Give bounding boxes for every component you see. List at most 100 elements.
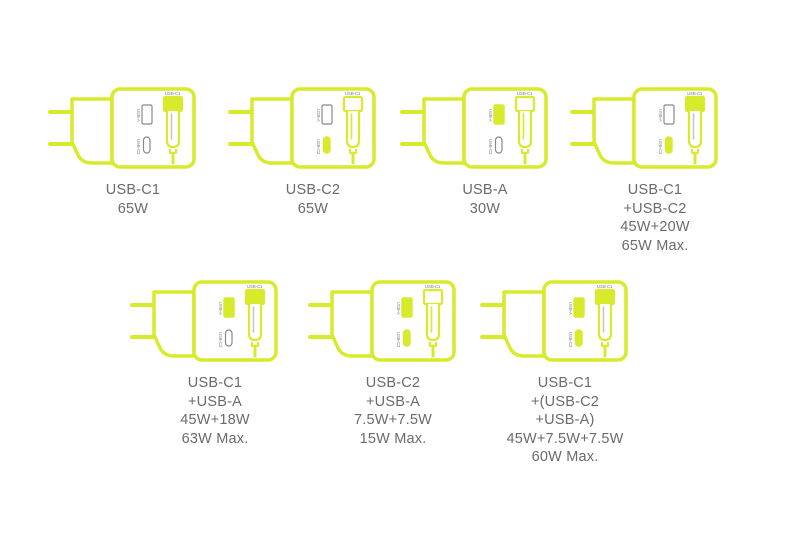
charger-body [502,290,546,358]
plug-prongs-icon [480,303,506,339]
caption-line: 65W Max. [621,237,689,254]
plug-prongs-icon [570,110,596,146]
caption-line: 30W [469,200,501,217]
caption-line: USB-C1 [105,182,161,198]
caption-line: USB-C1 [187,375,243,391]
port-label-usb-c1: USB-C1 [517,91,533,96]
usb-c1-cable-body-icon [425,304,441,342]
usb-a-port-icon [223,297,235,318]
charger-config-a-only: USB-A USB-C2 USB-C1 USB-A 30W [400,85,570,285]
charger-config-c2-a: USB-A USB-C2 USB-C1 USB-C2 +USB-A 7.5W+7.5… [308,278,478,478]
port-label-usb-c2: USB-C2 [488,139,493,155]
usb-c1-cable-body-icon [247,304,263,342]
usb-a-port-icon [573,297,585,318]
charger-body [70,97,114,165]
charger-body [250,97,294,165]
caption-line: USB-C1 [627,182,683,198]
port-label-usb-a: USB-A [136,109,141,122]
charger-illustration: USB-A USB-C2 USB-C1 [400,87,548,169]
charger-caption: USB-C1 65W [48,181,218,218]
usb-c1-cable-body-icon [165,111,181,149]
usb-c1-plug-head-icon [342,95,364,113]
usb-c1-plug-head-icon [594,288,616,306]
charger-body [592,97,636,165]
port-label-usb-c1: USB-C1 [165,91,181,96]
caption-line: 7.5W+7.5W [354,412,432,428]
port-label-usb-a: USB-A [218,302,223,315]
usb-c2-port-icon [322,136,331,154]
usb-c1-plug-head-icon [162,95,184,113]
usb-c2-port-icon [494,136,503,154]
port-label-usb-a: USB-A [316,109,321,122]
charger-body [152,290,196,358]
charger-illustration: USB-A USB-C2 USB-C1 [308,280,456,362]
usb-a-port-icon [321,104,333,125]
caption-line: 45W+18W [180,412,250,428]
port-label-usb-c2: USB-C2 [218,332,223,348]
plug-prongs-icon [308,303,334,339]
port-label-usb-c2: USB-C2 [136,139,141,155]
caption-line: 63W Max. [181,430,249,447]
charger-illustration: USB-A USB-C2 USB-C1 [228,87,376,169]
plug-prongs-icon [400,110,426,146]
caption-line: 60W Max. [531,449,599,465]
charger-body [330,290,374,358]
usb-c1-cable-body-icon [687,111,703,149]
usb-c1-plug-head-icon [422,288,444,306]
usb-c2-port-icon [224,329,233,347]
port-label-usb-c2: USB-C2 [568,332,573,348]
charger-body [422,97,466,165]
charger-illustration: USB-A USB-C2 USB-C1 [480,280,628,362]
usb-c1-cable-body-icon [597,304,613,342]
port-label-usb-c2: USB-C2 [396,332,401,348]
caption-line: +USB-A [188,393,242,410]
caption-line: USB-A [462,182,508,198]
usb-c2-port-icon [402,329,411,347]
port-label-usb-a: USB-A [568,302,573,315]
usb-c1-plug-head-icon [684,95,706,113]
charger-caption: USB-A 30W [400,181,570,218]
port-label-usb-c1: USB-C1 [687,91,703,96]
usb-c2-port-icon [574,329,583,347]
charger-config-c2-only: USB-A USB-C2 USB-C1 USB-C2 65W [228,85,398,285]
port-label-usb-a: USB-A [396,302,401,315]
charger-illustration: USB-A USB-C2 USB-C1 [130,280,278,362]
caption-line: 65W [297,200,329,217]
caption-line: +USB-A [366,393,420,410]
port-label-usb-c2: USB-C2 [316,139,321,155]
port-label-usb-a: USB-A [488,109,493,122]
usb-a-port-icon [401,297,413,318]
caption-line: 15W Max. [359,430,427,447]
usb-a-port-icon [493,104,505,125]
caption-line: USB-C1 [537,375,593,391]
port-label-usb-c1: USB-C1 [597,284,613,289]
usb-c1-cable-body-icon [345,111,361,149]
plug-prongs-icon [48,110,74,146]
charger-illustration: USB-A USB-C2 USB-C1 [570,87,718,169]
usb-a-port-icon [141,104,153,125]
usb-c2-port-icon [142,136,151,154]
usb-c1-plug-head-icon [514,95,536,113]
port-label-usb-c2: USB-C2 [658,139,663,155]
usb-a-port-icon [663,104,675,125]
caption-line: USB-C2 [285,182,341,198]
charger-caption: USB-C1 +USB-A 45W+18W 63W Max. [130,374,300,448]
plug-prongs-icon [228,110,254,146]
caption-line: USB-C2 [365,375,421,391]
caption-line: +USB-C2 [623,200,687,217]
port-label-usb-c1: USB-C1 [425,284,441,289]
usb-c1-cable-body-icon [517,111,533,149]
port-label-usb-c1: USB-C1 [345,91,361,96]
charger-caption: USB-C2 +USB-A 7.5W+7.5W 15W Max. [308,374,478,448]
port-label-usb-a: USB-A [658,109,663,122]
caption-line: 45W+7.5W+7.5W [506,430,624,447]
caption-line: +(USB-C2 [530,393,600,410]
usb-c1-plug-head-icon [244,288,266,306]
port-label-usb-c1: USB-C1 [247,284,263,289]
caption-line: 45W+20W [620,219,690,235]
charger-caption: USB-C1 +USB-C2 45W+20W 65W Max. [570,181,740,255]
